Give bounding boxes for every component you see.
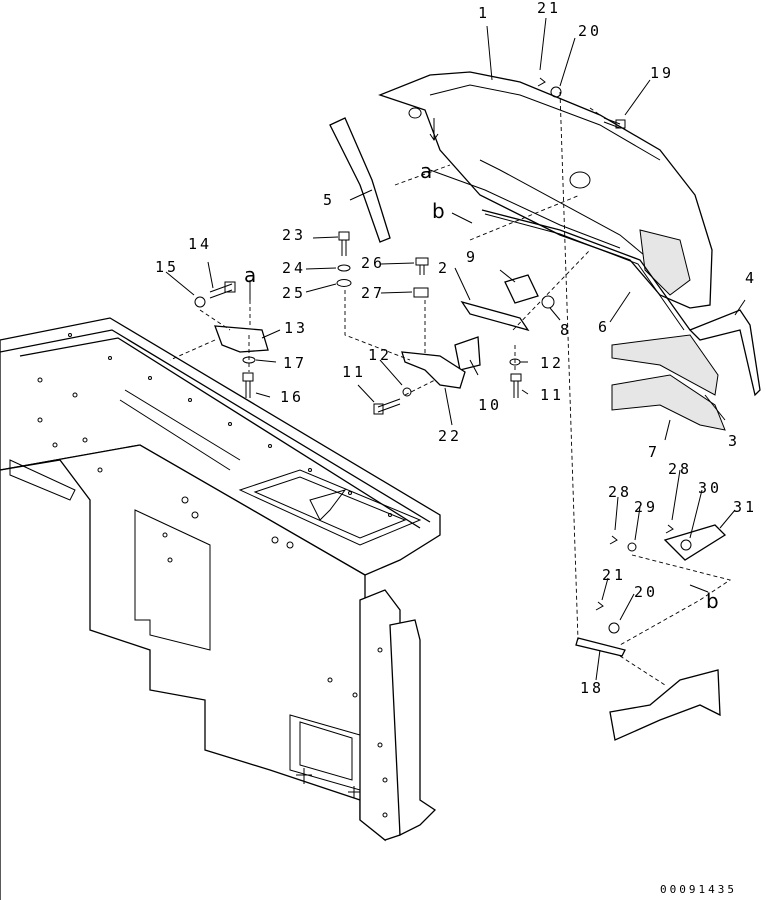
label-part: 3	[728, 432, 740, 450]
pad-upper	[611, 334, 719, 396]
ref-letter: b	[432, 199, 445, 223]
label-part: 14	[188, 235, 212, 253]
rod-18	[575, 637, 626, 657]
fasteners	[194, 77, 709, 634]
label-part: 1	[478, 4, 490, 22]
label-part: 24	[282, 259, 306, 277]
label-part: 21	[537, 0, 561, 17]
main-frame	[0, 317, 441, 900]
assembly-lines	[169, 91, 732, 686]
seal-strip	[481, 209, 691, 331]
label-part: 13	[284, 319, 308, 337]
label-part: 12	[368, 346, 392, 364]
bracket-2	[460, 300, 530, 332]
label-part: 11	[342, 363, 366, 381]
pad-lower	[611, 374, 726, 431]
reference-letters: a a b b	[244, 159, 719, 613]
label-part: 6	[598, 318, 610, 336]
label-part: 27	[361, 284, 385, 302]
bracket-13	[214, 325, 269, 353]
ref-letter: a	[420, 159, 432, 183]
ref-letter: a	[244, 263, 256, 287]
label-part: 15	[155, 258, 179, 276]
latch-10	[454, 336, 481, 371]
hood-cover	[378, 71, 713, 309]
latch-plate-31	[663, 524, 727, 561]
label-part: 8	[560, 321, 572, 339]
label-part: 17	[283, 354, 307, 372]
washer-8	[541, 295, 555, 309]
label-part: 2	[438, 259, 450, 277]
label-part: 30	[698, 479, 722, 497]
label-part: 18	[580, 679, 604, 697]
label-part: 25	[282, 284, 306, 302]
label-part: 28	[668, 460, 692, 478]
drawing-code: 00091435	[660, 883, 737, 896]
label-part: 31	[733, 498, 757, 516]
label-part: 22	[438, 427, 462, 445]
arc-strip-left	[329, 117, 391, 243]
arc-strip-right	[688, 309, 761, 397]
label-part: 9	[466, 248, 478, 266]
label-part: 11	[540, 386, 564, 404]
label-part: 10	[478, 396, 502, 414]
label-part: 5	[323, 191, 335, 209]
label-part: 29	[634, 498, 658, 516]
leader-lines	[165, 17, 746, 681]
ref-letter: b	[706, 589, 719, 613]
part-labels: 1 2 3 4 5 6 7 8 9 10 11 11 12 12 13 14 1…	[155, 0, 757, 697]
label-part: 21	[602, 566, 626, 584]
label-part: 16	[280, 388, 304, 406]
label-part: 7	[648, 443, 660, 461]
rubber-block	[504, 274, 539, 304]
label-part: 26	[361, 254, 385, 272]
label-part: 20	[578, 22, 602, 40]
plate-22	[401, 351, 466, 389]
label-part: 23	[282, 226, 306, 244]
label-part: 20	[634, 583, 658, 601]
label-part: 12	[540, 354, 564, 372]
lower-bracket	[609, 669, 721, 741]
label-part: 4	[745, 269, 757, 287]
label-part: 28	[608, 483, 632, 501]
label-part: 19	[650, 64, 674, 82]
